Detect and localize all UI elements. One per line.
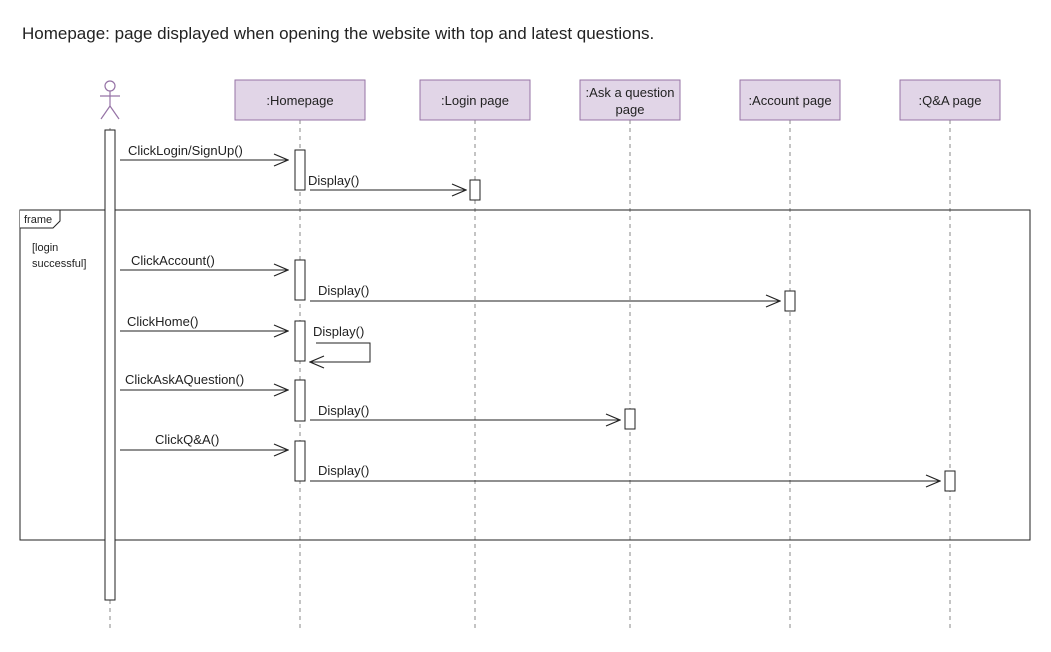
participant-qa-label: :Q&A page — [919, 93, 982, 108]
participant-login[interactable]: :Login page — [419, 79, 531, 121]
message-labels: ClickLogin/SignUp() Display() ClickAccou… — [125, 143, 369, 478]
frame-guard-line2: successful] — [32, 258, 86, 270]
message-label-click-ask: ClickAskAQuestion() — [125, 372, 244, 387]
message-label-display-home: Display() — [313, 324, 364, 339]
frame-guard-line1: [login — [32, 242, 58, 254]
activation-actor — [104, 129, 116, 601]
actor-icon — [100, 80, 120, 120]
combined-fragment-frame: frame [login successful] — [19, 209, 1031, 541]
participant-ask[interactable]: :Ask a question page — [579, 79, 681, 121]
activation-homepage-2 — [294, 259, 306, 301]
message-arrow-display-home — [310, 342, 371, 362]
activation-homepage-3 — [294, 320, 306, 362]
frame-label: frame — [24, 214, 52, 226]
activation-login — [469, 179, 481, 201]
participant-login-label: :Login page — [441, 93, 509, 108]
activation-ask — [624, 408, 636, 430]
participant-ask-label-line1: :Ask a question — [586, 85, 675, 100]
activation-homepage-5 — [294, 440, 306, 482]
participant-homepage[interactable]: :Homepage — [234, 79, 366, 121]
message-label-display-qa: Display() — [318, 463, 369, 478]
participant-qa[interactable]: :Q&A page — [899, 79, 1001, 121]
message-label-click-login: ClickLogin/SignUp() — [128, 143, 243, 158]
participant-account-label: :Account page — [748, 93, 831, 108]
participant-ask-label-line2: page — [616, 102, 645, 117]
activation-homepage-1 — [294, 149, 306, 191]
message-label-display-account: Display() — [318, 283, 369, 298]
participants: :Homepage :Login page :Ask a question pa… — [234, 79, 1001, 121]
message-label-click-home: ClickHome() — [127, 314, 199, 329]
activation-account — [784, 290, 796, 312]
participant-account[interactable]: :Account page — [739, 79, 841, 121]
diagram-title: Homepage: page displayed when opening th… — [22, 24, 655, 43]
activations — [104, 129, 956, 601]
message-label-click-account: ClickAccount() — [131, 253, 215, 268]
participant-homepage-label: :Homepage — [266, 93, 333, 108]
messages — [120, 160, 940, 481]
activation-homepage-4 — [294, 379, 306, 422]
message-label-display-login: Display() — [308, 173, 359, 188]
message-label-click-qa: ClickQ&A() — [155, 432, 219, 447]
activation-qa — [944, 470, 956, 492]
message-label-display-ask: Display() — [318, 403, 369, 418]
